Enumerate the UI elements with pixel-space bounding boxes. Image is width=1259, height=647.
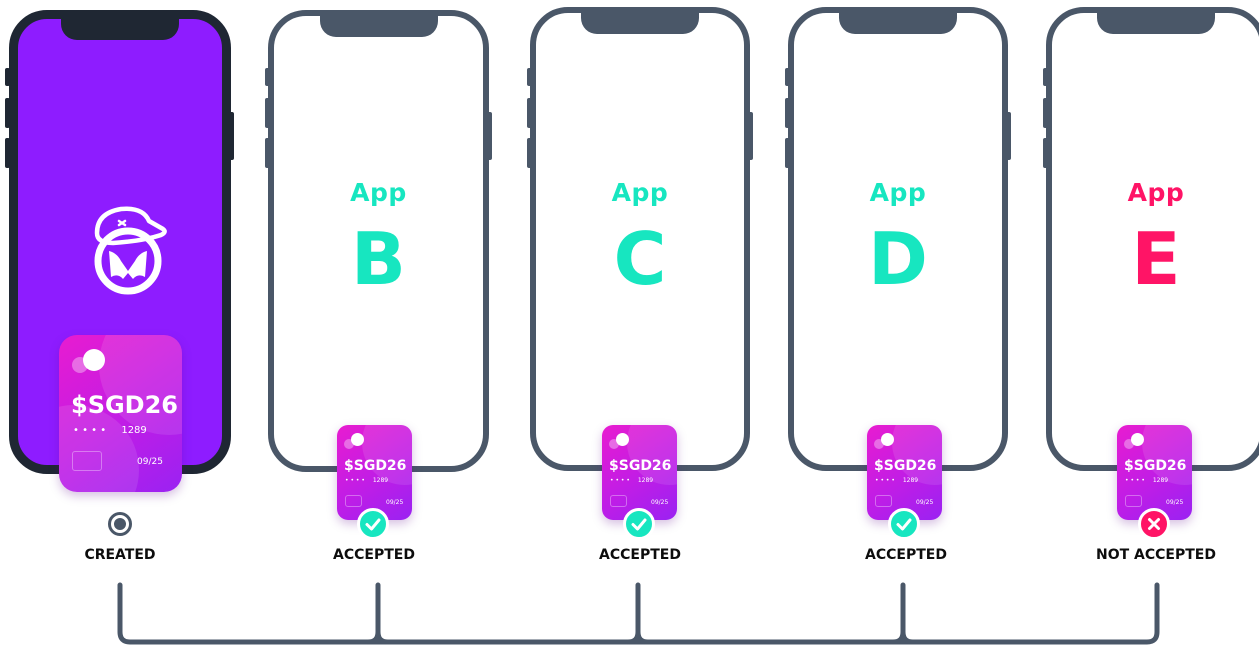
created-radio-icon (108, 512, 132, 536)
phone-notch (581, 12, 699, 34)
app-word: App (869, 178, 927, 207)
card-dot-icon (83, 349, 105, 371)
phone-app-e: App E (1046, 7, 1259, 471)
card-number-last4: 1289 (372, 477, 389, 484)
card-expiry: 09/25 (1166, 499, 1184, 506)
card-number-mask: • • • • (1125, 477, 1145, 484)
card-expiry: 09/25 (651, 499, 669, 506)
phone-notch (1097, 12, 1215, 34)
card-number-last4: 1289 (1152, 477, 1169, 484)
card-dot-icon (881, 433, 894, 446)
card-dot-icon (1131, 433, 1144, 446)
card-number-last4: 1289 (121, 425, 147, 436)
card-number-mask: • • • • (345, 477, 365, 484)
phone-app-b: App B (268, 10, 489, 472)
status-label-created: CREATED (84, 547, 156, 563)
phone-notch (319, 15, 438, 37)
check-icon (623, 508, 655, 540)
card-chip-icon (875, 495, 892, 507)
app-word: App (350, 178, 407, 207)
created-logo-icon (94, 206, 167, 295)
check-icon (357, 508, 389, 540)
card-number-mask: • • • • (610, 477, 630, 484)
card-amount: $SGD26 (609, 458, 672, 474)
card-expiry: 09/25 (137, 457, 163, 467)
status-label-c: ACCEPTED (599, 547, 681, 563)
status-label-d: ACCEPTED (865, 547, 947, 563)
card-number-mask: • • • • (875, 477, 895, 484)
card-amount: $SGD26 (1124, 458, 1187, 474)
phone-app-d: App D (788, 7, 1008, 471)
status-label-e: NOT ACCEPTED (1096, 547, 1216, 563)
card-chip-icon (345, 495, 362, 507)
card-chip-icon (1125, 495, 1142, 507)
gift-card-small: $SGD26 • • • • 1289 09/25 (867, 425, 942, 520)
app-letter: B (351, 217, 406, 301)
card-expiry: 09/25 (916, 499, 934, 506)
card-number-last4: 1289 (637, 477, 654, 484)
card-amount: $SGD26 (874, 458, 937, 474)
status-label-b: ACCEPTED (333, 547, 415, 563)
phone-notch (61, 18, 179, 40)
gift-card-small: $SGD26 • • • • 1289 09/25 (602, 425, 677, 520)
card-expiry: 09/25 (386, 499, 404, 506)
card-chip-icon (610, 495, 627, 507)
phone-notch (839, 12, 957, 34)
gift-card-large: $SGD26 • • • • 1289 09/25 (59, 335, 182, 492)
card-chip-icon (72, 451, 102, 471)
check-icon (888, 508, 920, 540)
phone-app-c: App C (530, 7, 750, 471)
app-word: App (1127, 178, 1185, 207)
card-dot-icon (616, 433, 629, 446)
app-word: App (611, 178, 669, 207)
card-dot-icon (351, 433, 364, 446)
gift-card-small: $SGD26 • • • • 1289 09/25 (337, 425, 412, 520)
app-letter: C (613, 217, 667, 301)
card-number-mask: • • • • (73, 425, 107, 436)
card-amount: $SGD26 (344, 458, 407, 474)
app-letter: D (868, 217, 928, 301)
card-amount: $SGD26 (71, 391, 179, 419)
gift-card-small: $SGD26 • • • • 1289 09/25 (1117, 425, 1192, 520)
app-letter: E (1131, 217, 1181, 301)
x-icon (1138, 508, 1170, 540)
card-number-last4: 1289 (902, 477, 919, 484)
